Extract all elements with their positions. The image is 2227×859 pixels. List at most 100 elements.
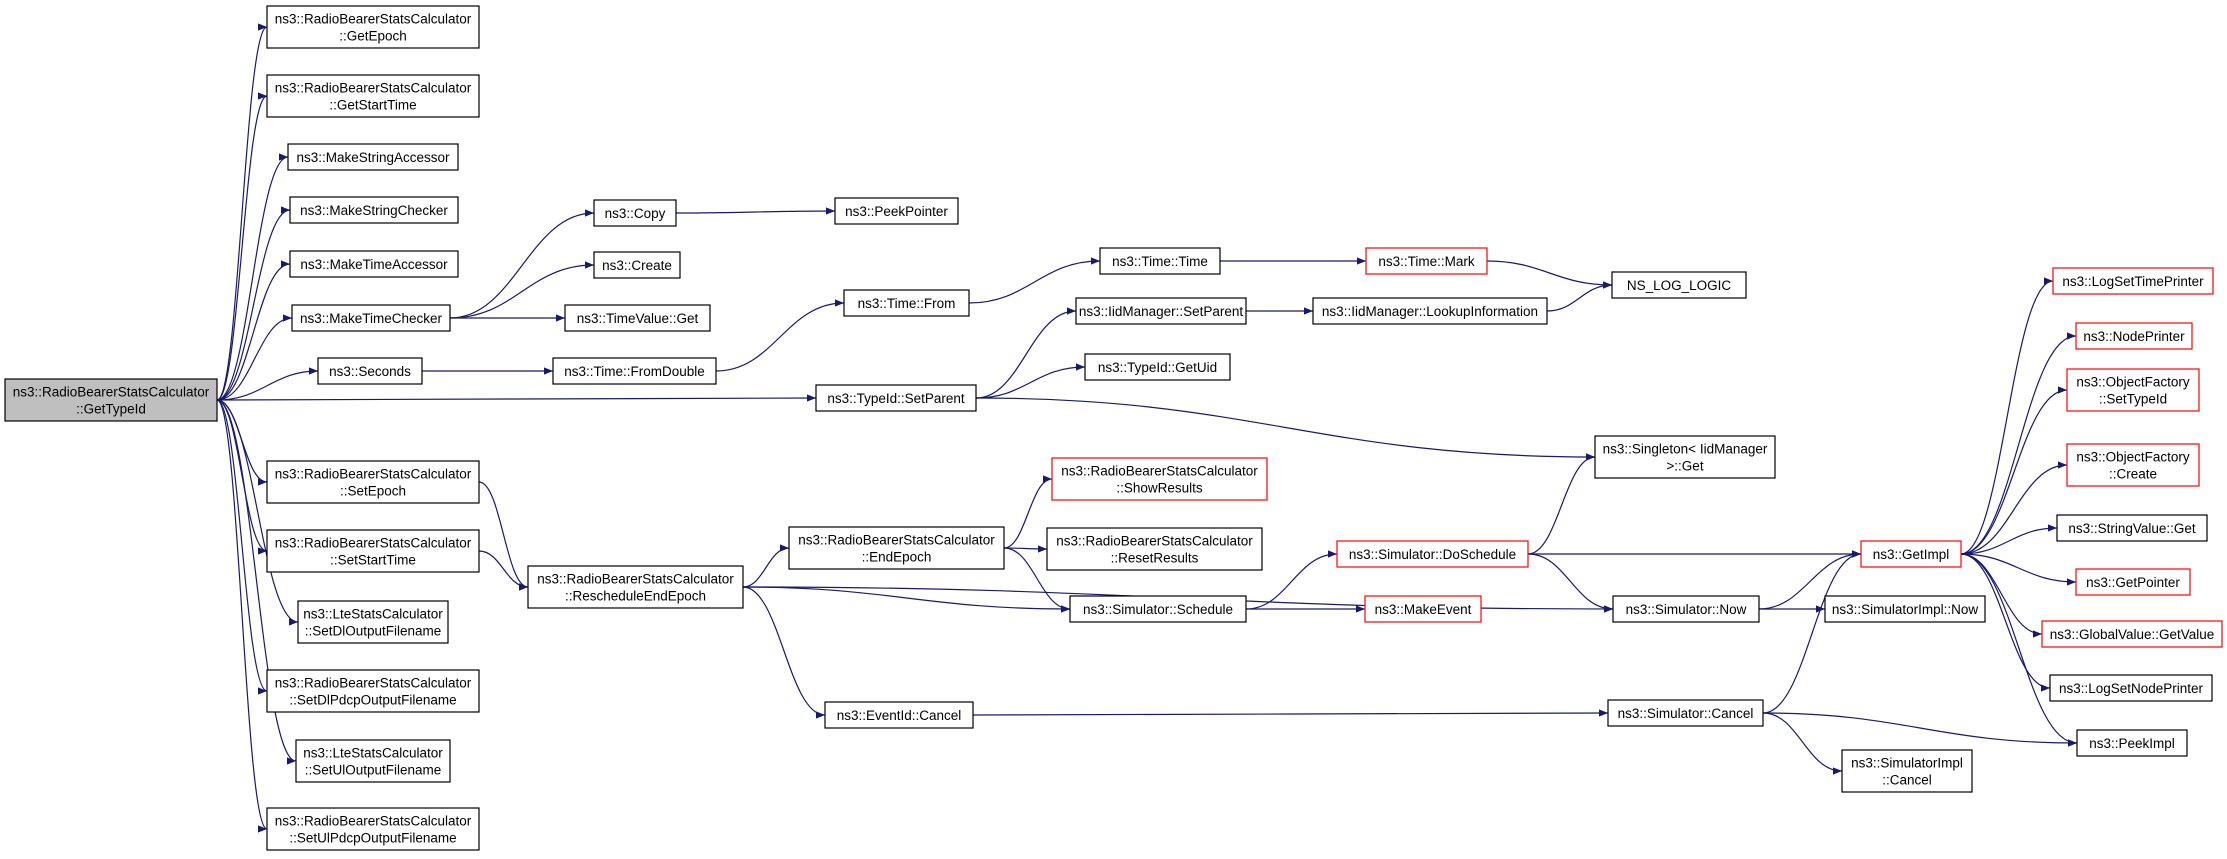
node-box-makestringchecker[interactable]: [289, 196, 459, 224]
node-timevalueget[interactable]: ns3::TimeValue::Get: [564, 304, 711, 332]
node-box-ofsettypeid[interactable]: [2066, 368, 2200, 412]
node-setdlpdcp[interactable]: ns3::RadioBearerStatsCalculator::SetDlPd…: [266, 669, 480, 713]
node-logsettimeprinter[interactable]: ns3::LogSetTimePrinter: [2052, 267, 2214, 295]
node-box-timevalueget[interactable]: [564, 304, 711, 332]
node-eventcancel[interactable]: ns3::EventId::Cancel: [824, 701, 974, 729]
node-schedule[interactable]: ns3::Simulator::Schedule: [1069, 595, 1247, 623]
node-box-simnow[interactable]: [1612, 595, 1760, 623]
node-setstarttime[interactable]: ns3::RadioBearerStatsCalculator::SetStar…: [266, 529, 480, 573]
node-box-getuid[interactable]: [1084, 353, 1231, 381]
node-box-globalvalueget[interactable]: [2041, 620, 2223, 648]
node-endepoch[interactable]: ns3::RadioBearerStatsCalculator::EndEpoc…: [788, 526, 1005, 570]
node-getimpl[interactable]: ns3::GetImpl: [1860, 540, 1962, 568]
node-makestringchecker[interactable]: ns3::MakeStringChecker: [289, 196, 459, 224]
node-root[interactable]: ns3::RadioBearerStatsCalculator::GetType…: [4, 378, 218, 422]
node-create[interactable]: ns3::Create: [593, 251, 681, 279]
node-box-timetime[interactable]: [1099, 247, 1221, 275]
node-box-resetresults[interactable]: [1046, 527, 1263, 571]
node-box-timemark[interactable]: [1365, 247, 1488, 275]
node-box-endepoch[interactable]: [788, 526, 1005, 570]
node-setulpdcp[interactable]: ns3::RadioBearerStatsCalculator::SetUlPd…: [266, 807, 480, 851]
node-box-setstarttime[interactable]: [266, 529, 480, 573]
node-box-getimpl[interactable]: [1860, 540, 1962, 568]
node-box-setdloutput[interactable]: [297, 600, 449, 644]
node-simnow[interactable]: ns3::Simulator::Now: [1612, 595, 1760, 623]
node-showresults[interactable]: ns3::RadioBearerStatsCalculator::ShowRes…: [1051, 457, 1268, 501]
node-globalvalueget[interactable]: ns3::GlobalValue::GetValue: [2041, 620, 2223, 648]
node-fromdouble[interactable]: ns3::Time::FromDouble: [552, 357, 717, 385]
node-box-showresults[interactable]: [1051, 457, 1268, 501]
node-box-peekimpl[interactable]: [2076, 729, 2188, 757]
node-timefrom[interactable]: ns3::Time::From: [843, 289, 970, 317]
node-box-copy[interactable]: [593, 199, 677, 227]
node-makeevent[interactable]: ns3::MakeEvent: [1364, 595, 1482, 623]
node-box-maketimechecker[interactable]: [291, 304, 451, 332]
node-box-root[interactable]: [4, 378, 218, 422]
node-timemark[interactable]: ns3::Time::Mark: [1365, 247, 1488, 275]
node-box-iidsetparent[interactable]: [1075, 297, 1247, 325]
node-stringvalueget[interactable]: ns3::StringValue::Get: [2056, 514, 2208, 542]
node-box-seconds[interactable]: [317, 357, 423, 385]
node-box-nslog[interactable]: [1611, 271, 1747, 299]
node-peekpointer[interactable]: ns3::PeekPointer: [834, 197, 959, 225]
node-nodeprinter[interactable]: ns3::NodePrinter: [2075, 322, 2193, 350]
node-maketimechecker[interactable]: ns3::MakeTimeChecker: [291, 304, 451, 332]
node-simimplnow[interactable]: ns3::SimulatorImpl::Now: [1824, 595, 1986, 623]
node-box-eventcancel[interactable]: [824, 701, 974, 729]
node-setdloutput[interactable]: ns3::LteStatsCalculator::SetDlOutputFile…: [297, 600, 449, 644]
node-maketimeaccessor[interactable]: ns3::MakeTimeAccessor: [289, 250, 459, 278]
node-simcancel[interactable]: ns3::Simulator::Cancel: [1607, 699, 1764, 727]
node-box-setuloutput[interactable]: [295, 739, 451, 783]
node-box-fromdouble[interactable]: [552, 357, 717, 385]
node-box-maketimeaccessor[interactable]: [289, 250, 459, 278]
node-getstarttime[interactable]: ns3::RadioBearerStatsCalculator::GetStar…: [266, 74, 480, 118]
node-typeidsetparent[interactable]: ns3::TypeId::SetParent: [815, 384, 977, 412]
node-box-logsetnodeprinter[interactable]: [2049, 674, 2213, 702]
node-getepoch[interactable]: ns3::RadioBearerStatsCalculator::GetEpoc…: [266, 5, 480, 49]
node-box-schedule[interactable]: [1069, 595, 1247, 623]
node-getpointer[interactable]: ns3::GetPointer: [2075, 568, 2191, 596]
node-reschedule[interactable]: ns3::RadioBearerStatsCalculator::Resched…: [527, 565, 744, 609]
node-box-getstarttime[interactable]: [266, 74, 480, 118]
node-iidlookup[interactable]: ns3::IidManager::LookupInformation: [1312, 297, 1548, 325]
node-singleton[interactable]: ns3::Singleton< IidManager>::Get: [1594, 435, 1776, 479]
node-box-logsettimeprinter[interactable]: [2052, 267, 2214, 295]
node-box-stringvalueget[interactable]: [2056, 514, 2208, 542]
node-box-setdlpdcp[interactable]: [266, 669, 480, 713]
node-seconds[interactable]: ns3::Seconds: [317, 357, 423, 385]
node-simimplcancel[interactable]: ns3::SimulatorImpl::Cancel: [1841, 749, 1973, 793]
node-box-timefrom[interactable]: [843, 289, 970, 317]
node-timetime[interactable]: ns3::Time::Time: [1099, 247, 1221, 275]
node-makestringaccessor[interactable]: ns3::MakeStringAccessor: [287, 143, 459, 171]
node-setepoch[interactable]: ns3::RadioBearerStatsCalculator::SetEpoc…: [266, 460, 480, 504]
node-setuloutput[interactable]: ns3::LteStatsCalculator::SetUlOutputFile…: [295, 739, 451, 783]
node-resetresults[interactable]: ns3::RadioBearerStatsCalculator::ResetRe…: [1046, 527, 1263, 571]
node-box-create[interactable]: [593, 251, 681, 279]
node-box-makeevent[interactable]: [1364, 595, 1482, 623]
node-box-getepoch[interactable]: [266, 5, 480, 49]
node-box-singleton[interactable]: [1594, 435, 1776, 479]
node-box-getpointer[interactable]: [2075, 568, 2191, 596]
node-box-iidlookup[interactable]: [1312, 297, 1548, 325]
node-box-peekpointer[interactable]: [834, 197, 959, 225]
node-ofsettypeid[interactable]: ns3::ObjectFactory::SetTypeId: [2066, 368, 2200, 412]
node-logsetnodeprinter[interactable]: ns3::LogSetNodePrinter: [2049, 674, 2213, 702]
node-box-typeidsetparent[interactable]: [815, 384, 977, 412]
node-box-reschedule[interactable]: [527, 565, 744, 609]
node-box-simimplcancel[interactable]: [1841, 749, 1973, 793]
node-box-nodeprinter[interactable]: [2075, 322, 2193, 350]
node-box-simimplnow[interactable]: [1824, 595, 1986, 623]
node-ofcreate[interactable]: ns3::ObjectFactory::Create: [2066, 443, 2200, 487]
node-box-makestringaccessor[interactable]: [287, 143, 459, 171]
node-peekimpl[interactable]: ns3::PeekImpl: [2076, 729, 2188, 757]
node-doschedule[interactable]: ns3::Simulator::DoSchedule: [1336, 540, 1529, 568]
node-box-simcancel[interactable]: [1607, 699, 1764, 727]
node-box-ofcreate[interactable]: [2066, 443, 2200, 487]
node-getuid[interactable]: ns3::TypeId::GetUid: [1084, 353, 1231, 381]
node-nslog[interactable]: NS_LOG_LOGIC: [1611, 271, 1747, 299]
node-box-doschedule[interactable]: [1336, 540, 1529, 568]
node-copy[interactable]: ns3::Copy: [593, 199, 677, 227]
node-iidsetparent[interactable]: ns3::IidManager::SetParent: [1075, 297, 1247, 325]
node-box-setepoch[interactable]: [266, 460, 480, 504]
node-box-setulpdcp[interactable]: [266, 807, 480, 851]
